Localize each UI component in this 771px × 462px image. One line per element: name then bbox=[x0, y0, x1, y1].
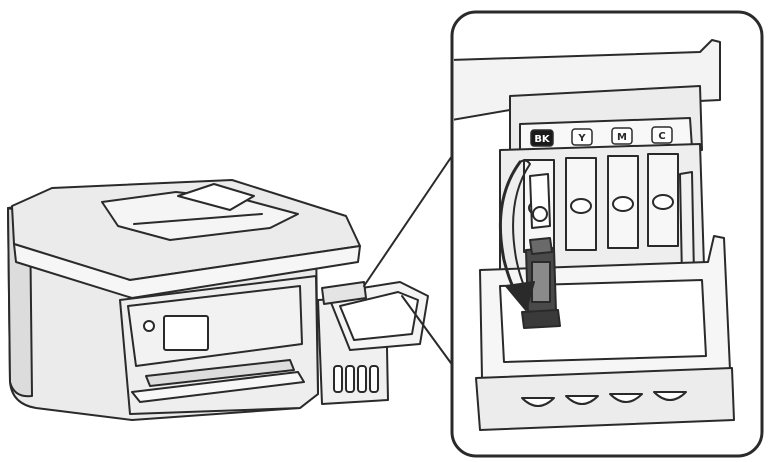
feeder-slot bbox=[133, 213, 263, 225]
printer-illustration bbox=[7, 179, 429, 421]
ink-tank-labels: BK Y M C bbox=[530, 126, 673, 147]
ink-tank-cover-inner bbox=[339, 291, 419, 341]
tank-label-m-text: M bbox=[617, 132, 627, 143]
output-tray-slot bbox=[145, 359, 295, 387]
tank-label-y-text: Y bbox=[577, 133, 586, 144]
ink-bottle bbox=[521, 237, 561, 329]
feeder-paper-guide bbox=[177, 183, 255, 211]
tank-label-bk-text: BK bbox=[534, 134, 551, 145]
output-tray bbox=[131, 371, 305, 403]
ink-bottle-base bbox=[521, 309, 561, 329]
ink-tank-caps bbox=[321, 281, 367, 305]
power-button-icon bbox=[143, 320, 155, 332]
panel-screen bbox=[163, 315, 209, 351]
tank-base bbox=[475, 367, 735, 431]
scanner-lid-edge bbox=[13, 243, 361, 299]
tank-label-y: Y bbox=[571, 128, 593, 146]
tank-label-c-text: C bbox=[658, 131, 665, 142]
ink-bottle-shoulder bbox=[529, 237, 553, 255]
zoom-panel: BK Y M C bbox=[450, 10, 764, 458]
tank-label-m: M bbox=[611, 127, 633, 145]
bk-cap-removed bbox=[529, 173, 551, 229]
tank-label-bk: BK bbox=[530, 129, 554, 147]
tank-label-c: C bbox=[651, 126, 673, 144]
callout-lines bbox=[363, 149, 457, 371]
curved-arrow-down-icon bbox=[498, 159, 535, 311]
tank-base-windows bbox=[521, 391, 687, 407]
ink-tank-windows bbox=[333, 365, 379, 393]
